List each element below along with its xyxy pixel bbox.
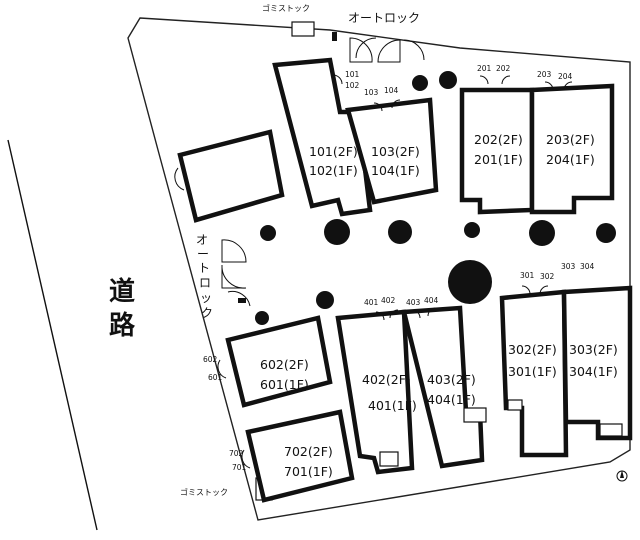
building-702-701 (245, 409, 355, 503)
svg-text:ク: ク (201, 306, 213, 320)
unit-602-label: 602(2F) (260, 357, 309, 372)
entrance-104-label: 104 (384, 86, 399, 95)
unit-203-label: 203(2F) (546, 132, 595, 147)
unit-402-label: 402(2F) (362, 372, 411, 387)
unit-304-label: 304(1F) (569, 364, 618, 379)
unit-401-label: 401(1F) (368, 398, 417, 413)
road-label-2: 路 (109, 310, 136, 341)
unit-404-label: 404(1F) (427, 392, 476, 407)
large-tree (448, 260, 492, 304)
entrance-402-label: 402 (381, 296, 396, 305)
entrance-404-label: 404 (424, 296, 439, 305)
entrance-403-label: 403 (406, 298, 421, 307)
entrance-102-label: 102 (345, 81, 360, 90)
entrance-702-label: 702 (229, 449, 244, 458)
building-101-102 (272, 57, 373, 217)
entrance-doors (332, 74, 573, 321)
entrance-303-label: 303 (561, 262, 576, 271)
entrance-103-label: 103 (364, 88, 379, 97)
building-203-204 (529, 83, 615, 215)
unit-303-label: 303(2F) (569, 342, 618, 357)
entrance-203-label: 203 (537, 70, 552, 79)
svg-text:ッ: ッ (200, 291, 212, 305)
entrance-301-label: 301 (520, 271, 535, 280)
unit-204-label: 204(1F) (546, 152, 595, 167)
garbage-stock-label-bottom: ゴミストック (180, 487, 228, 497)
building-602-601 (225, 315, 333, 408)
entrance-201-label: 201 (477, 64, 492, 73)
unit-403-label: 403(2F) (427, 372, 476, 387)
entrance-304-label: 304 (580, 262, 595, 271)
autolock-label-left: オ ー ト ロ ッ ク (196, 233, 213, 320)
entrance-401-label: 401 (364, 298, 379, 307)
entrance-302-label: 302 (540, 272, 555, 281)
svg-text:ー: ー (197, 247, 209, 261)
entrance-602-label: 602 (203, 355, 218, 364)
entrance-204-label: 204 (558, 72, 573, 81)
unit-201-label: 201(1F) (474, 152, 523, 167)
entrance-101-label: 101 (345, 70, 360, 79)
garbage-stock-label-top: ゴミストック (262, 3, 310, 13)
building-303-304 (561, 285, 633, 441)
entrance-202-label: 202 (496, 64, 511, 73)
svg-text:ト: ト (198, 261, 210, 275)
svg-text:オ: オ (196, 233, 208, 247)
building-left-top (177, 129, 285, 223)
road-label-1: 道 (109, 276, 135, 307)
road-edge (7, 139, 98, 531)
trees (255, 71, 616, 325)
autolock-gate-left (221, 239, 251, 307)
autolock-label-top: オートロック (348, 11, 420, 25)
north-arrow-icon (616, 470, 628, 482)
unit-702-label: 702(2F) (284, 444, 333, 459)
autolock-gate-top (332, 32, 425, 63)
svg-text:ロ: ロ (199, 276, 211, 290)
unit-102-label: 102(1F) (309, 163, 358, 178)
unit-103-label: 103(2F) (371, 144, 420, 159)
unit-104-label: 104(1F) (371, 163, 420, 178)
unit-701-label: 701(1F) (284, 464, 333, 479)
unit-301-label: 301(1F) (508, 364, 557, 379)
unit-202-label: 202(2F) (474, 132, 523, 147)
entrance-601-label: 601 (208, 373, 223, 382)
entrance-701-label: 701 (232, 463, 247, 472)
unit-101-label: 101(2F) (309, 144, 358, 159)
building-103-104 (345, 97, 439, 205)
building-202-201 (459, 87, 535, 215)
garbage-box-top (291, 21, 315, 37)
unit-302-label: 302(2F) (508, 342, 557, 357)
unit-601-label: 601(1F) (260, 377, 309, 392)
